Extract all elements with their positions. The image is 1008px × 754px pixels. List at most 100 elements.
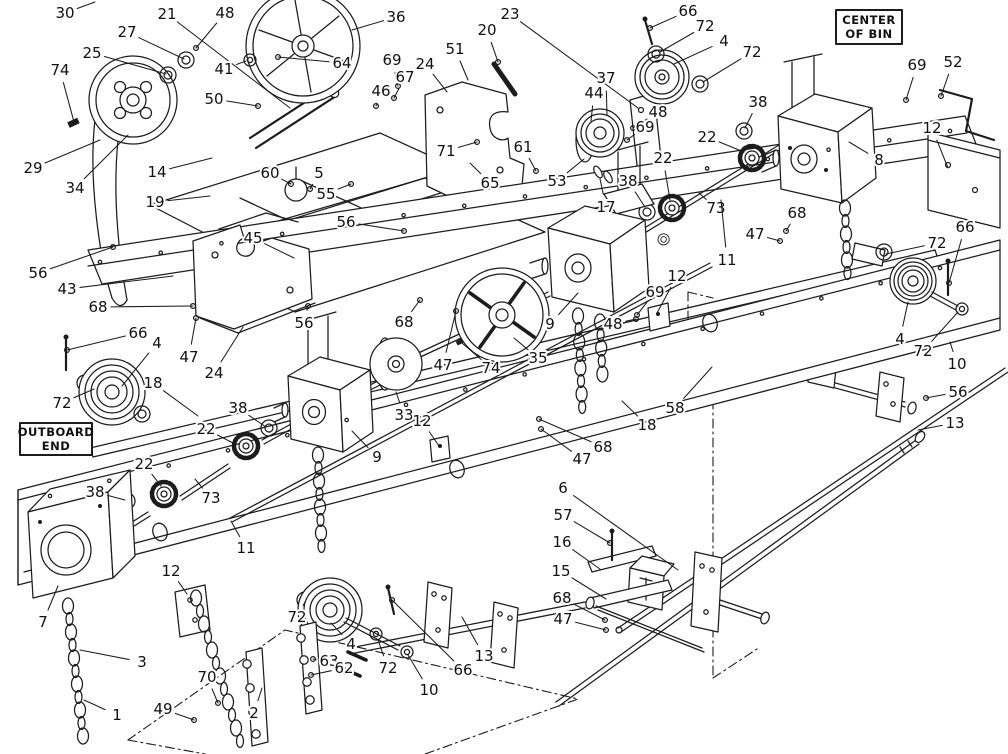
part-callout-61: 61 <box>513 138 532 156</box>
leader-line-18 <box>621 400 639 417</box>
part-callout-66: 66 <box>955 218 974 236</box>
leader-line-72 <box>931 311 959 342</box>
rivet-hole <box>285 432 290 438</box>
chain-link <box>316 512 325 528</box>
rivet-hole <box>644 175 649 181</box>
rivet-hole <box>819 296 824 301</box>
part-callout-72: 72 <box>52 394 71 412</box>
rivet-hole <box>826 147 831 153</box>
part-callout-6: 6 <box>558 479 568 497</box>
drive-pulley-right <box>657 233 969 316</box>
part-callout-1: 1 <box>112 706 122 724</box>
chain-link <box>219 681 229 697</box>
leader-line-3 <box>79 649 130 661</box>
leader-line-51 <box>459 60 469 81</box>
leader-line-4 <box>673 45 713 65</box>
chain-link <box>65 611 74 627</box>
leader-line-71 <box>457 141 478 148</box>
hardware-dot-5 <box>306 185 314 193</box>
part-callout-63: 63 <box>319 652 338 670</box>
part-callout-74: 74 <box>50 61 69 79</box>
part-callout-5: 5 <box>314 164 324 182</box>
part-callout-12: 12 <box>161 562 180 580</box>
leader-line-65 <box>469 162 482 175</box>
chain-link <box>311 446 325 464</box>
rivet-hole <box>47 493 53 499</box>
chain-link <box>229 719 243 737</box>
hardware-dot-47 <box>537 425 545 433</box>
part-callout-47: 47 <box>179 348 198 366</box>
part-callout-10: 10 <box>419 681 438 699</box>
leader-line-8 <box>848 141 869 154</box>
hardware-dot-66 <box>646 24 654 32</box>
leader-line-47 <box>445 310 457 353</box>
part-callout-51: 51 <box>445 40 464 58</box>
hardware-dot-69 <box>623 136 631 144</box>
leader-line-45 <box>264 243 295 259</box>
part-callout-12: 12 <box>412 412 431 430</box>
leader-line-16 <box>572 549 601 570</box>
part-callout-9: 9 <box>372 448 382 466</box>
hardware-dot-62 <box>307 671 315 679</box>
leader-line-35 <box>513 337 529 351</box>
leader-line-68 <box>538 418 592 443</box>
leader-line-47 <box>540 428 573 452</box>
leader-line-72 <box>885 245 925 255</box>
rivet-hole <box>583 184 589 190</box>
rivet-hole <box>461 203 467 209</box>
part-callout-24: 24 <box>415 55 434 73</box>
gearbox-center <box>529 141 655 313</box>
leader-line-50 <box>226 100 259 107</box>
leader-line-72 <box>73 388 95 399</box>
part-callout-11: 11 <box>717 251 736 269</box>
leader-line-47 <box>575 621 607 631</box>
hardware-dot-57 <box>606 539 614 547</box>
rivet-hole <box>279 231 285 237</box>
shaft-clamp-right <box>647 302 671 332</box>
part-callout-4: 4 <box>346 635 356 653</box>
leader-line-68 <box>785 223 791 232</box>
center-of-bin-label: CENTER OF BIN <box>835 9 903 45</box>
chain-link <box>574 321 583 337</box>
leader-line-13 <box>917 424 943 431</box>
part-callout-66: 66 <box>128 324 147 342</box>
leader-line-73 <box>698 192 707 200</box>
part-callout-46: 46 <box>371 82 390 100</box>
leader-line-68 <box>110 305 194 308</box>
hardware-dot-56 <box>304 302 312 310</box>
leader-line-17 <box>599 178 604 195</box>
hardware-dot-61 <box>532 167 540 175</box>
part-callout-12: 12 <box>667 267 686 285</box>
part-callout-7: 7 <box>38 613 48 631</box>
leader-line-47 <box>190 317 197 345</box>
leader-line-44 <box>590 105 594 122</box>
leader-line-49 <box>174 712 195 721</box>
chain-link <box>840 251 854 269</box>
part-callout-15: 15 <box>551 562 570 580</box>
part-callout-37: 37 <box>596 69 615 87</box>
part-callout-66: 66 <box>453 661 472 679</box>
leader-line-9 <box>351 430 369 449</box>
chain-link <box>839 225 853 243</box>
part-callout-11: 11 <box>236 539 255 557</box>
part-callout-44: 44 <box>584 84 603 102</box>
leader-line-62 <box>310 670 332 676</box>
leader-line-56 <box>358 223 405 232</box>
leader-line-12 <box>177 581 188 595</box>
part-callout-22: 22 <box>134 455 153 473</box>
rivet-hole <box>937 265 943 271</box>
rivet-hole <box>522 194 528 199</box>
part-callout-2: 2 <box>249 704 259 722</box>
part-callout-72: 72 <box>695 17 714 35</box>
chain-link <box>574 359 587 377</box>
leader-line-20 <box>490 41 499 63</box>
hardware-dot-66 <box>388 596 396 604</box>
spoked-pulley <box>454 267 550 363</box>
part-callout-27: 27 <box>117 23 136 41</box>
part-callout-62: 62 <box>334 659 353 677</box>
chain-link <box>313 498 327 516</box>
leader-line-36 <box>351 20 385 31</box>
leader-line-68 <box>573 603 606 621</box>
leader-line-37 <box>605 90 608 116</box>
